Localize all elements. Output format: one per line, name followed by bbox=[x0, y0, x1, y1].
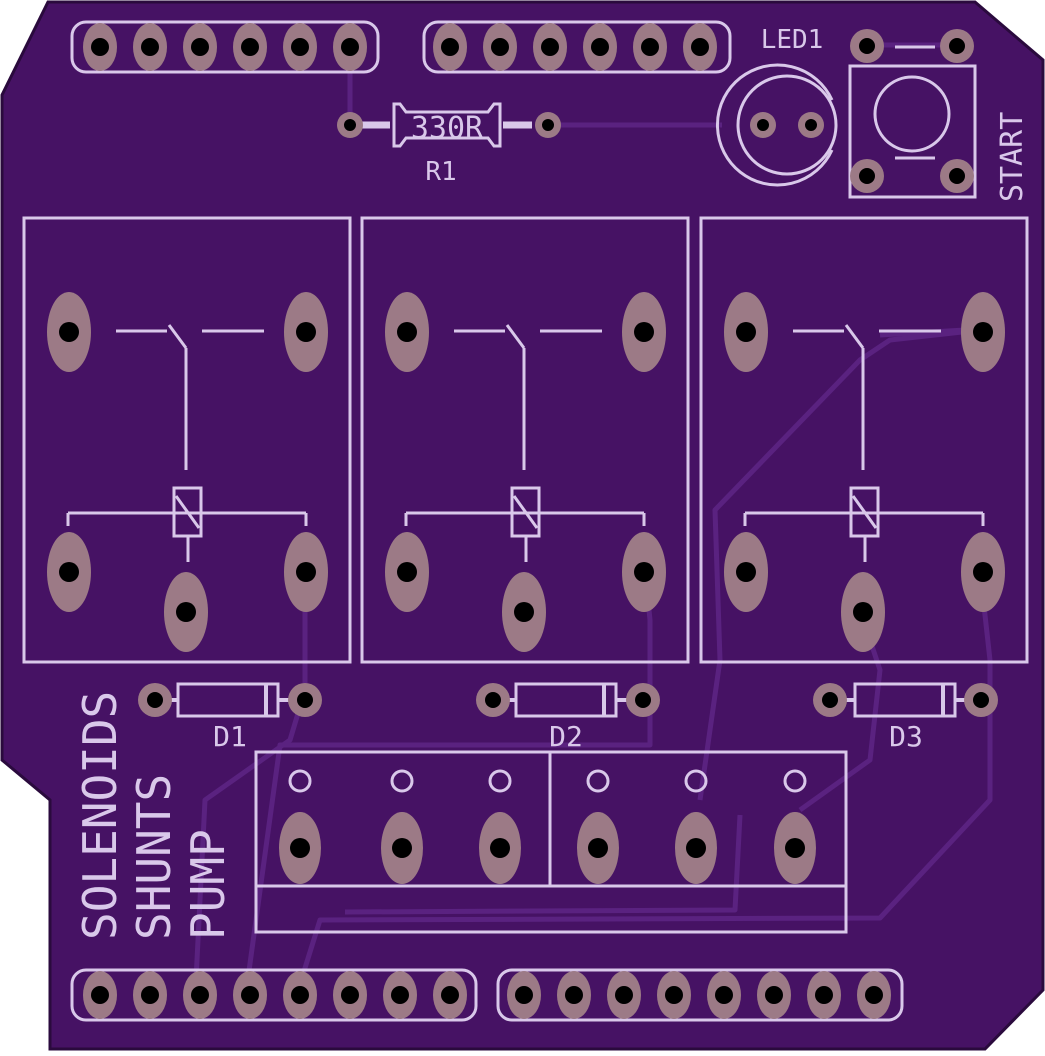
drill-hole bbox=[141, 986, 159, 1004]
switch-blade bbox=[505, 324, 526, 349]
button-name-label: START bbox=[995, 112, 1030, 202]
relay-outline bbox=[22, 216, 352, 664]
terminal-marker bbox=[488, 769, 512, 793]
drill-hole bbox=[588, 838, 608, 858]
drill-hole bbox=[973, 322, 993, 342]
terminal-marker bbox=[783, 769, 807, 793]
drill-hole bbox=[815, 986, 833, 1004]
led-name-label: LED1 bbox=[761, 25, 824, 55]
drill-hole bbox=[715, 986, 733, 1004]
relay-outline bbox=[360, 216, 690, 664]
terminal-marker bbox=[288, 769, 312, 793]
header-pins bbox=[83, 23, 891, 1019]
header-outline bbox=[70, 20, 380, 74]
header-top-right bbox=[422, 20, 732, 74]
pump-label: PUMP bbox=[181, 829, 235, 940]
drill-hole bbox=[341, 38, 359, 56]
drill-hole bbox=[686, 838, 706, 858]
switch-blade bbox=[167, 324, 188, 349]
relays bbox=[22, 216, 1029, 664]
header-bottom-left bbox=[70, 968, 478, 1022]
diode-2-label: D2 bbox=[549, 720, 583, 753]
relay-outline bbox=[699, 216, 1029, 664]
header-outline bbox=[70, 968, 478, 1022]
header-bottom-right bbox=[496, 968, 904, 1022]
diode-1-label: D1 bbox=[213, 720, 247, 753]
drill-hole bbox=[392, 838, 412, 858]
drill-hole bbox=[296, 562, 316, 582]
drill-hole bbox=[691, 38, 709, 56]
drill-hole bbox=[59, 322, 79, 342]
drill-hole bbox=[397, 562, 417, 582]
drill-hole bbox=[514, 602, 534, 622]
switch-blade bbox=[844, 324, 865, 349]
drill-hole bbox=[391, 986, 409, 1004]
drill-hole bbox=[973, 562, 993, 582]
drill-hole bbox=[765, 986, 783, 1004]
header-outline bbox=[422, 20, 732, 74]
resistor-r1: 330R R1 bbox=[337, 102, 561, 187]
drill-hole bbox=[591, 38, 609, 56]
drill-hole bbox=[491, 38, 509, 56]
resistor-name-label: R1 bbox=[425, 157, 456, 187]
drill-hole bbox=[785, 838, 805, 858]
terminal-marker bbox=[684, 769, 708, 793]
relay bbox=[360, 216, 690, 664]
drill-hole bbox=[865, 986, 883, 1004]
drill-hole bbox=[91, 986, 109, 1004]
drill-hole bbox=[441, 986, 459, 1004]
drill-hole bbox=[565, 986, 583, 1004]
drill-hole bbox=[641, 38, 659, 56]
diode-3-label: D3 bbox=[889, 720, 923, 753]
terminal-pins bbox=[279, 769, 816, 884]
header-outline bbox=[496, 968, 904, 1022]
drill-hole bbox=[490, 838, 510, 858]
drill-hole bbox=[615, 986, 633, 1004]
drill-hole bbox=[634, 322, 654, 342]
drill-hole bbox=[736, 562, 756, 582]
terminal-marker bbox=[390, 769, 414, 793]
drill-hole bbox=[296, 322, 316, 342]
drill-hole bbox=[853, 602, 873, 622]
drill-hole bbox=[341, 986, 359, 1004]
drill-hole bbox=[176, 602, 196, 622]
drill-hole bbox=[634, 562, 654, 582]
drill-hole bbox=[665, 986, 683, 1004]
drill-hole bbox=[541, 38, 559, 56]
drill-hole bbox=[59, 562, 79, 582]
drill-hole bbox=[141, 38, 159, 56]
drill-hole bbox=[241, 38, 259, 56]
led-1: LED1 bbox=[716, 25, 838, 187]
drill-hole bbox=[291, 38, 309, 56]
header-top-left bbox=[70, 20, 380, 74]
drill-hole bbox=[191, 38, 209, 56]
solenoids-label: SOLENOIDS bbox=[73, 691, 127, 940]
relay bbox=[699, 216, 1029, 664]
drill-hole bbox=[515, 986, 533, 1004]
drill-hole bbox=[290, 838, 310, 858]
drill-hole bbox=[291, 986, 309, 1004]
terminal-marker bbox=[586, 769, 610, 793]
drill-hole bbox=[191, 986, 209, 1004]
diode-d2: D2 bbox=[476, 682, 660, 753]
drill-hole bbox=[397, 322, 417, 342]
shunts-label: SHUNTS bbox=[127, 774, 181, 940]
diode-d3: D3 bbox=[813, 682, 998, 753]
resistor-value-label: 330R bbox=[411, 111, 484, 146]
relay bbox=[22, 216, 352, 664]
drill-hole bbox=[91, 38, 109, 56]
start-button-footprint: START bbox=[848, 29, 1030, 202]
terminal-block bbox=[254, 750, 848, 934]
drill-hole bbox=[736, 322, 756, 342]
drill-hole bbox=[441, 38, 459, 56]
diode-d1: D1 bbox=[138, 682, 322, 753]
drill-hole bbox=[241, 986, 259, 1004]
